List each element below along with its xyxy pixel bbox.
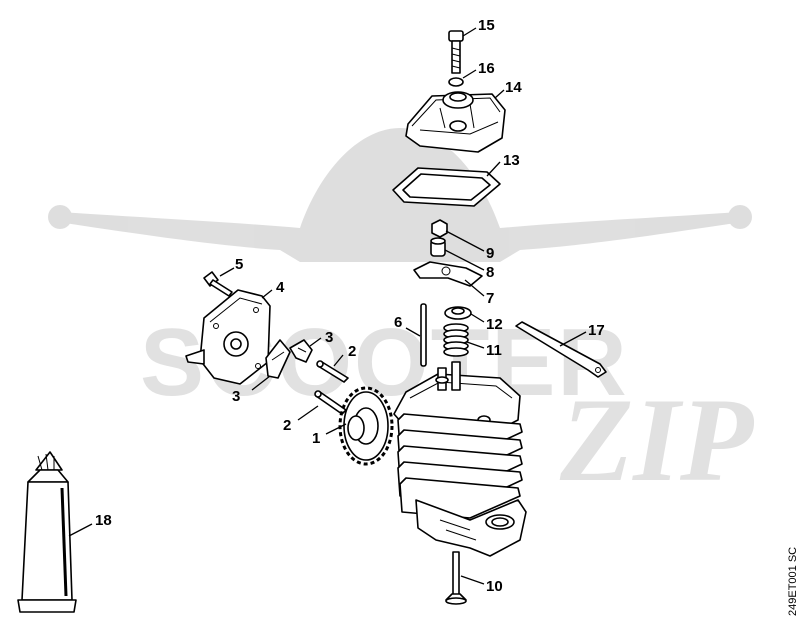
cylinder xyxy=(393,361,527,557)
part-3-cam-follower-upper xyxy=(289,339,313,363)
callout-11: 11 xyxy=(486,342,502,359)
diagram-code: 249ET001 SC xyxy=(787,547,799,616)
callout-16: 16 xyxy=(478,60,495,77)
part-1-cam-gear xyxy=(338,386,394,466)
callout-14: 14 xyxy=(505,79,522,96)
callouts: 15 16 14 13 9 8 7 12 11 6 17 10 18 5 4 3… xyxy=(95,17,605,595)
callout-10: 10 xyxy=(486,578,503,595)
callout-17: 17 xyxy=(588,322,605,339)
part-14-valve-cover xyxy=(405,91,506,153)
callout-12: 12 xyxy=(486,316,503,333)
callout-1: 1 xyxy=(312,430,320,447)
part-11-valve-spring xyxy=(443,323,469,357)
part-2-pin-upper xyxy=(316,360,349,383)
watermark-script: ZIP xyxy=(559,373,755,506)
callout-8: 8 xyxy=(486,264,494,281)
part-18-sealant-tube xyxy=(17,451,77,613)
part-3-cam-follower-lower xyxy=(265,339,291,379)
part-12-spring-retainer xyxy=(444,306,472,320)
callout-6: 6 xyxy=(394,314,402,331)
part-16-washer xyxy=(448,77,464,87)
callout-2-upper: 2 xyxy=(348,343,356,360)
part-7-rocker-arm xyxy=(413,261,483,287)
callout-9: 9 xyxy=(486,245,494,262)
part-10-valve xyxy=(445,551,467,605)
callout-4: 4 xyxy=(276,279,285,296)
callout-15: 15 xyxy=(478,17,495,34)
callout-7: 7 xyxy=(486,290,494,307)
part-5-screw xyxy=(203,271,233,297)
part-17-tool xyxy=(515,321,607,378)
callout-18: 18 xyxy=(95,512,112,529)
part-6-push-rod xyxy=(420,303,427,367)
part-9-nut xyxy=(431,219,448,238)
callout-3-lower: 3 xyxy=(232,388,240,405)
callout-5: 5 xyxy=(235,256,243,273)
part-13-gasket xyxy=(392,167,501,207)
callout-13: 13 xyxy=(503,152,520,169)
callout-3-upper: 3 xyxy=(325,329,333,346)
part-15-screw xyxy=(448,30,464,74)
part-8-pivot-pin xyxy=(430,237,446,257)
callout-2-lower: 2 xyxy=(283,417,291,434)
leader-lines xyxy=(68,27,587,585)
